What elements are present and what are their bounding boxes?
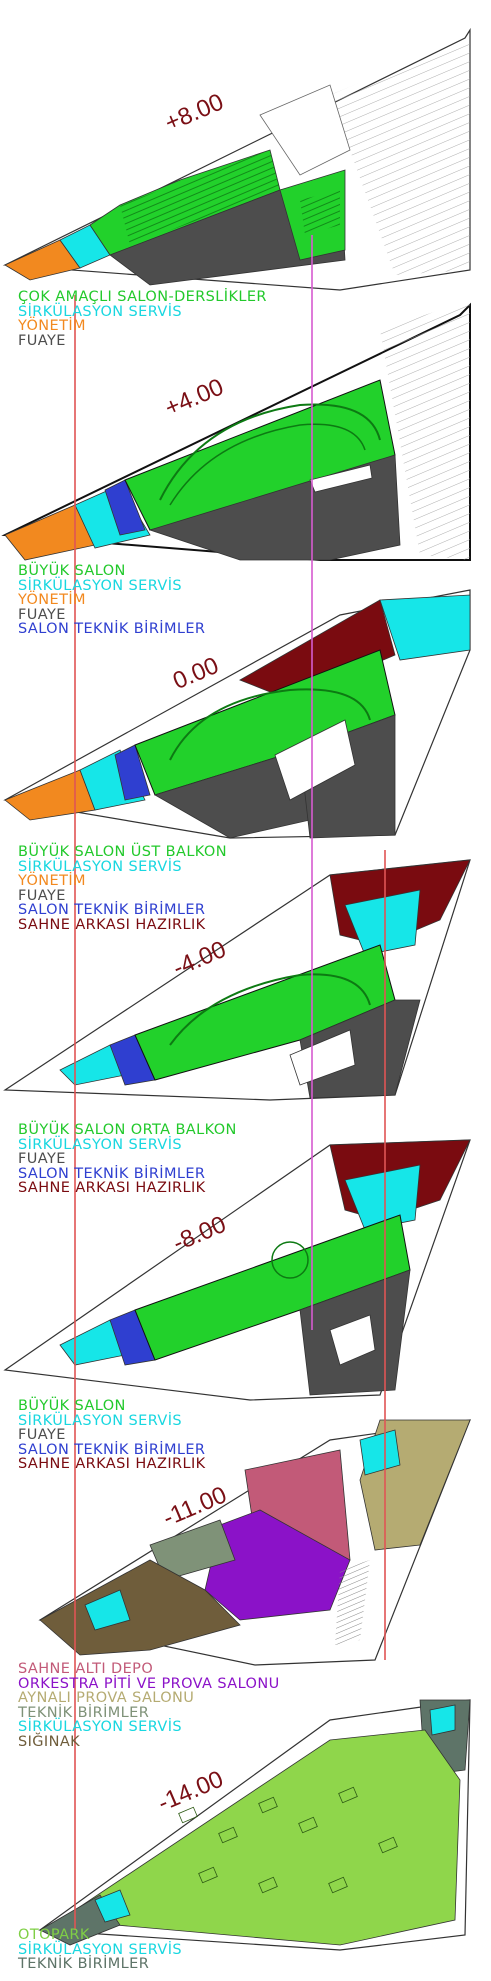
legend-item: SALON TEKNİK BİRİMLER [18, 1441, 206, 1458]
legend-level-0: BÜYÜK SALON ÜST BALKON SİRKÜLASYON SERVİ… [18, 845, 227, 932]
legend-item: TEKNİK BİRİMLER [18, 1704, 150, 1721]
legend-item: SALON TEKNİK BİRİMLER [18, 902, 206, 918]
legend-item: FUAYE [18, 606, 66, 623]
legend-item: YÖNETİM [18, 592, 86, 608]
legend-item: BÜYÜK SALON [18, 1398, 126, 1414]
legend-item: AYNALI PROVA SALONU [18, 1690, 195, 1706]
legend-item: SALON TEKNİK BİRİMLER [18, 1165, 206, 1182]
plate-level-0 [3, 589, 471, 839]
legend-item: SİRKÜLASYON SERVİS [18, 577, 183, 594]
legend-item: SİRKÜLASYON SERVİS [18, 1412, 183, 1429]
legend-item: SİRKÜLASYON SERVİS [18, 1136, 183, 1153]
legend-item: SAHNE ARKASI HAZIRLIK [18, 916, 206, 933]
legend-item: SALON TEKNİK BİRİMLER [18, 621, 206, 637]
legend-item: BÜYÜK SALON ÜST BALKON [18, 844, 227, 860]
legend-level-minus-14: OTOPARK SİRKÜLASYON SERVİS TEKNİK BİRİML… [18, 1928, 182, 1972]
legend-level-minus-11: SAHNE ALTI DEPO ORKESTRA PİTİ VE PROVA S… [18, 1662, 280, 1749]
legend-item: SİRKÜLASYON SERVİS [18, 303, 183, 320]
legend-item: FUAYE [18, 332, 66, 349]
plate-level-minus-8 [3, 1139, 471, 1401]
legend-item: SİRKÜLASYON SERVİS [18, 1941, 183, 1958]
legend-item: FUAYE [18, 1151, 66, 1167]
legend-item: ÇOK AMAÇLI SALON-DERSLİKLER [18, 289, 267, 305]
plate-level-minus-14 [38, 1699, 471, 1951]
legend-item: FUAYE [18, 1427, 66, 1443]
legend-item: SAHNE ALTI DEPO [18, 1661, 154, 1677]
legend-level-plus-4: BÜYÜK SALON SİRKÜLASYON SERVİS YÖNETİM F… [18, 564, 205, 637]
legend-item: SİRKÜLASYON SERVİS [18, 1719, 183, 1735]
legend-item: FUAYE [18, 887, 66, 904]
plate-level-plus-4 [1, 300, 471, 561]
legend-level-minus-8: BÜYÜK SALON SİRKÜLASYON SERVİS FUAYE SAL… [18, 1399, 206, 1472]
legend-item: SİRKÜLASYON SERVİS [18, 858, 183, 875]
plate-level-minus-4 [3, 859, 471, 1101]
legend-item: SAHNE ARKASI HAZIRLIK [18, 1456, 206, 1472]
plate-level-plus-8 [2, 27, 471, 291]
legend-item: YÖNETİM [18, 873, 86, 889]
vertical-connectors [74, 235, 386, 1930]
plate-level-minus-11 [38, 1419, 471, 1666]
legend-item: OTOPARK [18, 1927, 90, 1943]
legend-item: YÖNETİM [18, 318, 86, 334]
legend-level-minus-4: BÜYÜK SALON ORTA BALKON SİRKÜLASYON SERV… [18, 1123, 237, 1196]
legend-item: TEKNİK BİRİMLER [18, 1956, 150, 1972]
legend-item: BÜYÜK SALON ORTA BALKON [18, 1122, 237, 1138]
legend-item: BÜYÜK SALON [18, 563, 126, 579]
legend-item: SIĞINAK [18, 1733, 81, 1750]
legend-level-plus-8: ÇOK AMAÇLI SALON-DERSLİKLER SİRKÜLASYON … [18, 290, 267, 348]
legend-item: ORKESTRA PİTİ VE PROVA SALONU [18, 1675, 280, 1692]
legend-item: SAHNE ARKASI HAZIRLIK [18, 1180, 206, 1196]
